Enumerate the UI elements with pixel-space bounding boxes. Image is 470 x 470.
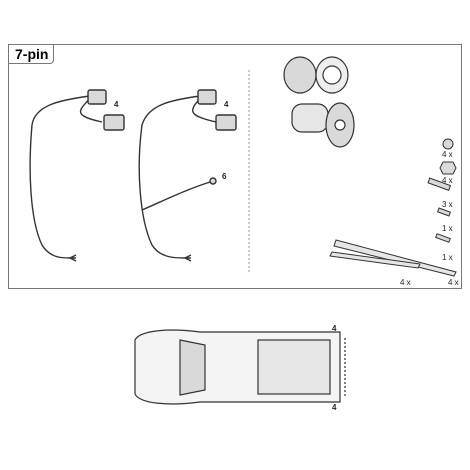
connector-plug-icon <box>87 89 107 105</box>
screw-icon <box>435 233 451 243</box>
screw-icon <box>437 207 451 217</box>
wiring-harness-1 <box>29 89 125 262</box>
cable-tie-right-qty: 4 x <box>448 278 459 287</box>
harness2-connectors-qty: 4 <box>224 100 229 109</box>
bolt-icon <box>427 177 452 191</box>
connector-plug-icon <box>103 114 125 131</box>
harness-connectors-qty: 4 <box>114 100 119 109</box>
bolt-qty: 3 x <box>442 200 453 209</box>
ground-qty: 6 <box>222 172 227 181</box>
vehicle-top-mark: 4 <box>332 324 337 333</box>
cable-tie-left-qty: 4 x <box>400 278 411 287</box>
connector-plug-icon <box>215 114 237 131</box>
seven-pin-socket <box>283 56 355 148</box>
washer-icon <box>442 138 454 150</box>
vehicle-bottom-mark: 4 <box>332 403 337 412</box>
wiring-harness-2 <box>138 89 237 262</box>
washer-qty: 4 x <box>442 150 453 159</box>
connector-plug-icon <box>197 89 217 105</box>
screw-large-qty: 1 x <box>442 253 453 262</box>
screw-small-qty: 1 x <box>442 224 453 233</box>
parts-panel <box>8 44 462 289</box>
hardware-items <box>427 138 457 243</box>
cable-ties <box>329 239 457 277</box>
nut-qty: 4 x <box>442 176 453 185</box>
vehicle-top-view <box>134 329 346 405</box>
nut-icon <box>439 161 457 175</box>
connector-type-tag: 7-pin <box>8 44 54 64</box>
ground-ring-icon <box>209 177 217 185</box>
